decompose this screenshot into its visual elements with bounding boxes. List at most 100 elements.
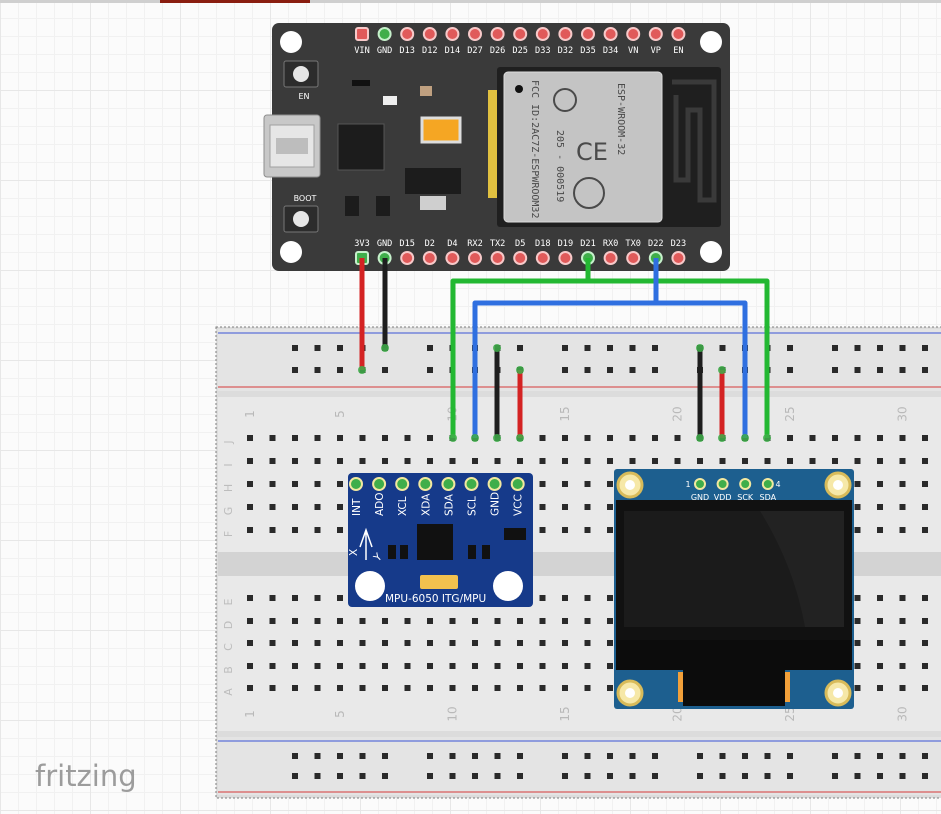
rail-hole[interactable] (629, 753, 636, 759)
rail-hole[interactable] (877, 367, 883, 373)
breadboard-hole[interactable] (494, 663, 501, 669)
oled-pin[interactable]: VDD (714, 478, 732, 502)
rail-hole[interactable] (584, 753, 591, 759)
breadboard-hole[interactable] (877, 595, 883, 601)
breadboard-hole[interactable] (449, 640, 456, 646)
breadboard-hole[interactable] (539, 527, 546, 533)
breadboard-hole[interactable] (877, 640, 883, 646)
breadboard-hole[interactable] (472, 458, 478, 464)
breadboard-hole[interactable] (899, 481, 906, 487)
breadboard-hole[interactable] (292, 504, 298, 510)
breadboard-hole[interactable] (674, 435, 681, 441)
breadboard-hole[interactable] (562, 435, 568, 441)
breadboard-hole[interactable] (292, 618, 298, 624)
esp32-top-pin[interactable]: D35 (580, 27, 596, 56)
rail-hole[interactable] (652, 773, 658, 779)
rail-hole[interactable] (517, 753, 523, 759)
breadboard-hole[interactable] (314, 685, 321, 691)
rail-hole[interactable] (764, 753, 771, 759)
breadboard-hole[interactable] (539, 458, 546, 464)
rail-hole[interactable] (922, 753, 928, 759)
rail-hole[interactable] (337, 753, 343, 759)
breadboard-hole[interactable] (494, 685, 501, 691)
breadboard-hole[interactable] (359, 685, 366, 691)
mpu-pin[interactable]: XCL (395, 477, 410, 516)
breadboard-hole[interactable] (899, 504, 906, 510)
rail-hole[interactable] (877, 773, 883, 779)
breadboard-hole[interactable] (359, 458, 366, 464)
breadboard-hole[interactable] (269, 640, 276, 646)
esp32-top-pin[interactable]: D25 (512, 27, 528, 56)
breadboard-hole[interactable] (269, 685, 276, 691)
breadboard-hole[interactable] (584, 458, 591, 464)
breadboard-hole[interactable] (539, 481, 546, 487)
breadboard-hole[interactable] (854, 527, 861, 533)
rail-hole[interactable] (787, 367, 793, 373)
rail-hole[interactable] (314, 753, 321, 759)
rail-hole[interactable] (877, 753, 883, 759)
breadboard-hole[interactable] (877, 504, 883, 510)
breadboard-hole[interactable] (562, 458, 568, 464)
breadboard-hole[interactable] (922, 685, 928, 691)
esp32-top-pin[interactable]: D34 (603, 27, 619, 56)
rail-hole[interactable] (607, 345, 613, 351)
breadboard-hole[interactable] (359, 640, 366, 646)
wire-endpoint[interactable] (449, 434, 457, 442)
breadboard-hole[interactable] (922, 458, 928, 464)
breadboard-hole[interactable] (494, 458, 501, 464)
rail-hole[interactable] (742, 773, 748, 779)
breadboard-hole[interactable] (539, 640, 546, 646)
breadboard-hole[interactable] (382, 435, 388, 441)
breadboard-hole[interactable] (314, 504, 321, 510)
rail-hole[interactable] (449, 753, 456, 759)
rail-hole[interactable] (922, 345, 928, 351)
breadboard-hole[interactable] (787, 458, 793, 464)
breadboard-hole[interactable] (337, 458, 343, 464)
breadboard-hole[interactable] (854, 458, 861, 464)
breadboard-hole[interactable] (539, 685, 546, 691)
breadboard-hole[interactable] (247, 435, 253, 441)
rail-hole[interactable] (787, 753, 793, 759)
esp32-top-pin[interactable]: D27 (467, 27, 483, 56)
rail-hole[interactable] (629, 773, 636, 779)
rail-hole[interactable] (562, 773, 568, 779)
rail-hole[interactable] (742, 753, 748, 759)
rail-hole[interactable] (832, 367, 838, 373)
wires[interactable] (358, 258, 771, 442)
rail-hole[interactable] (832, 753, 838, 759)
esp32-bottom-pin[interactable]: D2 (422, 239, 437, 265)
breadboard-hole[interactable] (517, 640, 523, 646)
breadboard-hole[interactable] (382, 618, 388, 624)
breadboard-hole[interactable] (877, 618, 883, 624)
breadboard-hole[interactable] (494, 618, 501, 624)
breadboard-hole[interactable] (269, 618, 276, 624)
breadboard-hole[interactable] (787, 435, 793, 441)
breadboard-hole[interactable] (247, 595, 253, 601)
breadboard-hole[interactable] (404, 458, 411, 464)
rail-hole[interactable] (719, 753, 726, 759)
breadboard-hole[interactable] (719, 458, 726, 464)
breadboard-hole[interactable] (292, 435, 298, 441)
oled-pin[interactable]: SCK (737, 478, 754, 502)
rail-hole[interactable] (832, 773, 838, 779)
breadboard-hole[interactable] (247, 504, 253, 510)
rail-hole[interactable] (427, 345, 433, 351)
rail-hole[interactable] (652, 345, 658, 351)
breadboard-hole[interactable] (292, 527, 298, 533)
breadboard-hole[interactable] (584, 618, 591, 624)
breadboard-hole[interactable] (877, 458, 883, 464)
breadboard-hole[interactable] (922, 640, 928, 646)
esp32-board[interactable]: EN BOOT ESP-WROOM-32 FCC ID:2AC7Z-ESPWRO… (263, 23, 730, 271)
breadboard-hole[interactable] (877, 685, 883, 691)
rail-hole[interactable] (854, 367, 861, 373)
rail-hole[interactable] (787, 773, 793, 779)
breadboard-hole[interactable] (269, 458, 276, 464)
rail-hole[interactable] (607, 753, 613, 759)
breadboard-hole[interactable] (899, 435, 906, 441)
mpu-pin[interactable]: XDA (418, 477, 433, 516)
oled-pin[interactable]: GND (691, 478, 709, 502)
rail-hole[interactable] (427, 773, 433, 779)
rail-hole[interactable] (922, 367, 928, 373)
esp32-bottom-pin[interactable]: D19 (558, 239, 574, 265)
breadboard-hole[interactable] (584, 595, 591, 601)
